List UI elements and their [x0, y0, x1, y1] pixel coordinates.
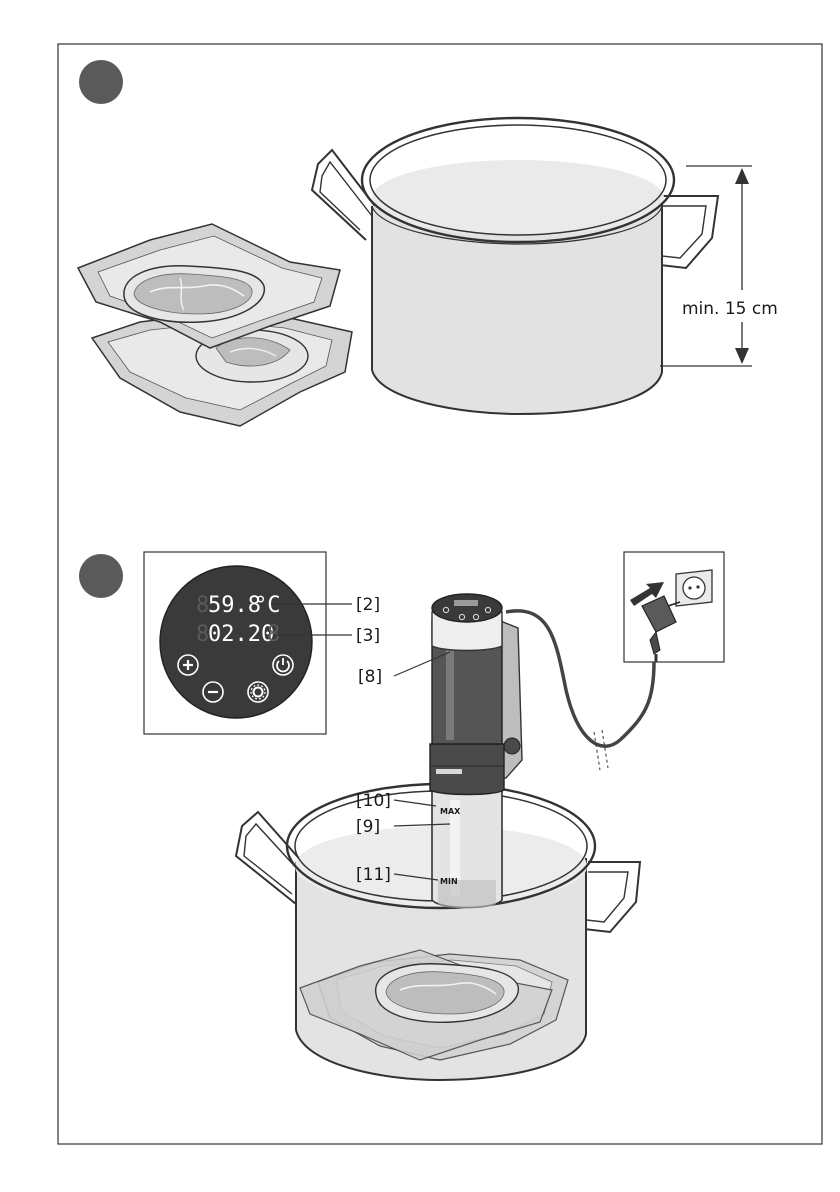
time-readout: 02.20: [208, 622, 274, 647]
wall-socket: [676, 570, 712, 606]
max-marking: MAX: [440, 807, 461, 816]
callout-min: [11]: [356, 865, 391, 885]
minus-button[interactable]: [203, 682, 223, 702]
arrow-up-icon: [735, 168, 749, 184]
settings-button[interactable]: [248, 682, 268, 702]
cooking-pot-empty: [312, 118, 718, 414]
plus-button[interactable]: [178, 655, 198, 675]
callout-max: [10]: [356, 791, 391, 811]
callout-time: [3]: [356, 626, 380, 646]
callout-temperature: [2]: [356, 595, 380, 615]
min-marking: MIN: [440, 877, 458, 886]
step-badge-1: [79, 60, 123, 104]
power-button[interactable]: [273, 655, 293, 675]
temperature-unit: °C: [254, 593, 281, 618]
power-socket-inset: [624, 552, 724, 662]
min-height-label: min. 15 cm: [682, 299, 778, 319]
callout-head: [8]: [358, 667, 382, 687]
arrow-down-icon: [735, 348, 749, 364]
callout-body: [9]: [356, 817, 380, 837]
step-badge-2: [79, 554, 123, 598]
